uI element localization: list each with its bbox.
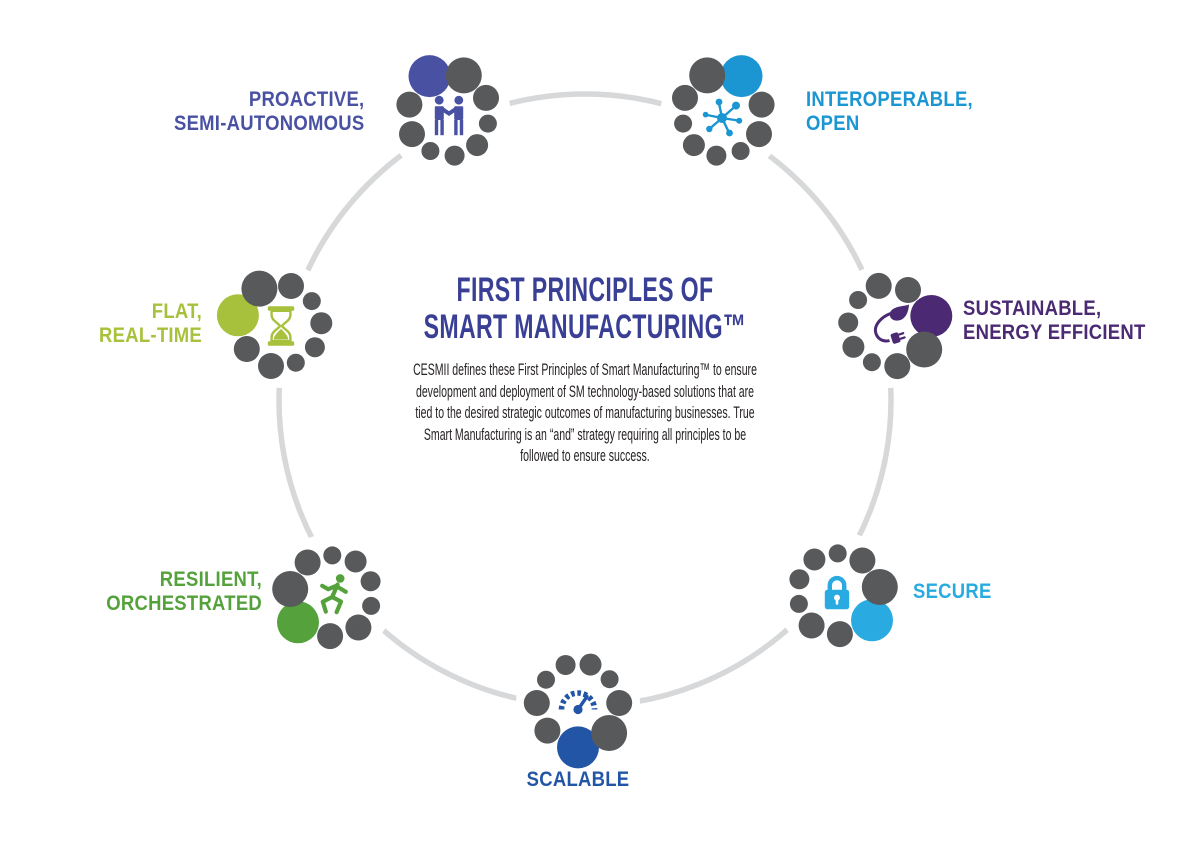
cluster-dot (606, 690, 633, 716)
cluster-dot (473, 84, 499, 111)
cluster-dot (826, 621, 853, 648)
cluster-dot (537, 670, 555, 689)
cluster-dot (862, 353, 881, 372)
accent-dot (910, 295, 953, 337)
accent-dot (557, 726, 599, 769)
accent-dot (720, 55, 763, 98)
cluster-dot (345, 614, 372, 641)
cluster-dot (399, 121, 425, 148)
cluster-dot (838, 312, 859, 333)
principle-node-interoperable (642, 36, 802, 196)
cluster-dot (600, 670, 619, 689)
diagram-description: CESMII defines these First Principles of… (413, 360, 757, 465)
accent-dot (408, 55, 451, 98)
hourglass-icon (257, 302, 305, 350)
cluster-dot (789, 569, 810, 590)
principle-label-flat: FLAT, REAL-TIME (99, 300, 202, 347)
dot-cluster (216, 270, 333, 379)
cluster-dot (884, 353, 911, 380)
cluster-dot (360, 571, 381, 592)
runner-icon (309, 571, 357, 619)
cluster-dot (421, 142, 440, 160)
cluster-dot (849, 547, 876, 574)
cluster-dot (478, 114, 497, 133)
cluster-dot (748, 91, 775, 118)
cluster-dot (579, 653, 602, 676)
principle-node-secure (757, 513, 917, 673)
cluster-dot (344, 550, 367, 573)
cluster-dot (396, 91, 423, 118)
cluster-dot (906, 331, 943, 368)
principle-node-scalable (498, 623, 658, 783)
cluster-dot (828, 544, 847, 563)
accent-dot (216, 294, 259, 337)
principle-node-resilient (253, 515, 413, 675)
accent-dot (851, 599, 893, 642)
dot-cluster (272, 546, 381, 650)
dot-cluster (789, 544, 898, 648)
cluster-dot (861, 569, 898, 605)
cluster-dot (865, 272, 892, 299)
leaf-plug-icon (864, 302, 912, 350)
dot-cluster (838, 272, 953, 380)
principle-node-proactive (369, 36, 529, 196)
cluster-dot (798, 612, 825, 639)
principle-label-resilient: RESILIENT, ORCHESTRATED (106, 568, 262, 615)
accent-dot (277, 601, 319, 644)
cluster-dot (895, 277, 921, 303)
cluster-dot (317, 623, 344, 650)
cluster-dot (304, 337, 325, 358)
cluster-dot (534, 717, 561, 744)
principle-label-sustainable: SUSTAINABLE, ENERGY EFFICIENT (963, 297, 1146, 344)
cluster-dot (294, 549, 321, 576)
cluster-dot (241, 270, 278, 307)
principle-node-flat (201, 246, 361, 406)
cluster-dot (444, 145, 465, 166)
cluster-dot (310, 312, 333, 335)
dot-cluster (672, 55, 775, 166)
cluster-dot (286, 353, 305, 372)
cluster-dot (523, 690, 550, 716)
cluster-dot (842, 335, 865, 358)
cluster-dot (323, 546, 342, 565)
diagram-title: FIRST PRINCIPLES OF SMART MANUFACTURING™ (423, 271, 747, 346)
network-icon (698, 92, 746, 140)
principle-label-proactive: PROACTIVE, SEMI-AUTONOMOUS (173, 88, 364, 135)
cluster-dot (233, 336, 260, 362)
principle-label-scalable: SCALABLE (526, 768, 630, 791)
cluster-dot (689, 57, 726, 94)
dot-cluster (396, 55, 499, 166)
cluster-dot (362, 596, 381, 615)
cluster-dot (278, 273, 304, 299)
handshake-icon (425, 92, 473, 140)
principle-label-secure: SECURE (913, 580, 992, 603)
cluster-dot (555, 655, 576, 675)
principle-node-sustainable (808, 246, 968, 406)
cluster-dot (674, 114, 693, 133)
cluster-dot (849, 291, 868, 309)
principle-label-interoperable: INTEROPERABLE, OPEN (806, 88, 973, 135)
cluster-dot (706, 145, 727, 166)
cluster-dot (258, 353, 284, 379)
dot-cluster (523, 653, 633, 769)
cluster-dot (789, 594, 808, 613)
lock-icon (813, 569, 861, 617)
cluster-dot (272, 571, 309, 607)
cluster-dot (591, 715, 628, 751)
cluster-dot (445, 57, 482, 94)
cluster-dot (682, 134, 705, 157)
gauge-icon (554, 679, 602, 727)
cluster-dot (803, 548, 826, 571)
cluster-dot (731, 142, 750, 160)
cluster-dot (746, 121, 772, 148)
cluster-dot (466, 134, 489, 157)
cluster-dot (302, 292, 321, 311)
cluster-dot (672, 84, 698, 111)
